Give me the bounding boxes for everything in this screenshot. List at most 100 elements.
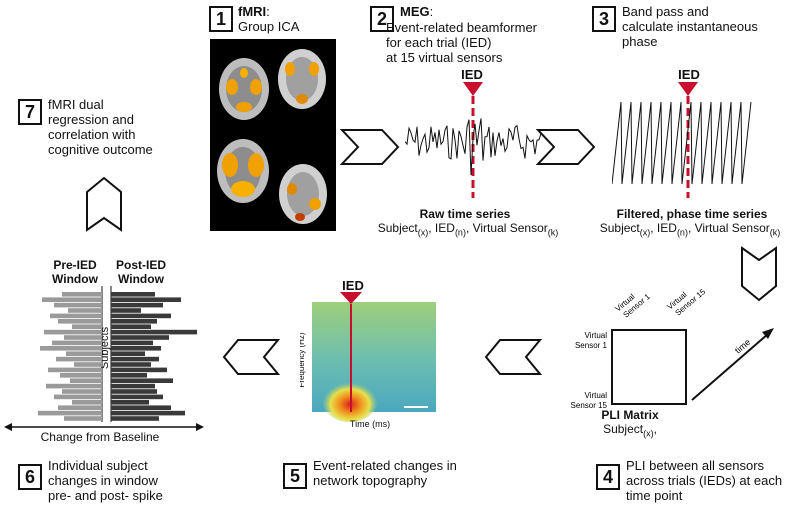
post-ied-bar	[111, 351, 145, 356]
post-ied-bar	[111, 367, 167, 373]
post-ied-bar	[111, 356, 159, 362]
spectrogram-ylabel: Frequency (Hz)	[300, 332, 306, 387]
ied-marker-raw	[463, 82, 483, 96]
pre-ied-label-a: Pre-IED	[53, 258, 97, 272]
pre-ied-bar	[50, 313, 102, 319]
post-ied-bar	[111, 378, 173, 383]
chevron-right-icon-2	[536, 129, 596, 165]
pre-ied-bar	[68, 308, 102, 313]
post-ied-bar	[111, 389, 157, 394]
brain-ica-panel	[210, 39, 336, 231]
post-ied-bar	[111, 410, 185, 416]
pli-title: PLI Matrix	[601, 408, 659, 422]
step-2-line3: for each trial (IED)	[386, 35, 492, 50]
step-4-line2: across trials (IEDs) at each	[626, 473, 783, 488]
post-ied-bar	[111, 394, 163, 400]
pre-ied-bar	[74, 362, 102, 367]
post-ied-bar	[111, 373, 147, 378]
step-6-line2: changes in window	[48, 473, 158, 488]
pli-vs15-left-a: Virtual	[584, 391, 607, 400]
spectrogram: Frequency (Hz)	[300, 292, 436, 422]
step-7-number: 7	[18, 99, 42, 125]
pre-ied-bar	[40, 346, 102, 351]
pre-ied-bar	[62, 292, 102, 297]
post-ied-bar	[111, 297, 181, 302]
chevron-up-icon	[86, 176, 122, 232]
step-1-subtitle: Group ICA	[238, 19, 300, 34]
step-7-line4: cognitive outcome	[48, 142, 153, 157]
pre-ied-bar	[42, 297, 102, 302]
chevron-right-icon-1	[340, 129, 400, 165]
post-ied-label-a: Post-IED	[115, 258, 166, 272]
bar-xaxis-label: Change from Baseline	[40, 430, 160, 444]
spectrogram-scale-bar	[404, 406, 428, 408]
step-5-number: 5	[283, 463, 307, 489]
post-ied-bar	[111, 319, 157, 324]
post-ied-bar	[111, 346, 161, 351]
step-1-number: 1	[209, 6, 233, 32]
chevron-left-icon-2	[222, 339, 280, 375]
ied-label-raw: IED	[461, 67, 483, 82]
filtered-subtitle-subject: Subject(x), IED(n), Virtual Sensor(k)	[599, 221, 781, 238]
spectrogram-xlabel: Time (ms)	[349, 419, 391, 429]
step-2-number: 2	[370, 6, 394, 32]
pre-ied-bar	[48, 367, 102, 373]
pre-ied-bar	[70, 378, 102, 383]
pre-ied-bar	[66, 351, 102, 356]
post-ied-bar	[111, 335, 169, 340]
chevron-down-icon	[741, 246, 777, 302]
pre-ied-bar	[44, 329, 102, 335]
step-4-number: 4	[596, 464, 620, 490]
subject-bar-chart: Subjects	[4, 286, 204, 431]
post-ied-bar	[111, 416, 159, 421]
filtered-subtitle: Subject(x), IED(n), Virtual Sensor(k)	[590, 221, 789, 237]
pre-ied-bar	[52, 340, 102, 346]
pre-ied-bar	[64, 416, 102, 421]
pli-subtitle-subject: Subject(x),	[603, 422, 657, 439]
raw-title: Raw time series	[419, 207, 511, 221]
pli-time-label: time	[733, 337, 752, 356]
ied-label-filtered: IED	[678, 67, 700, 82]
pli-matrix-square	[611, 329, 687, 405]
pre-ied-bar	[62, 389, 102, 394]
ied-marker-spectrogram	[340, 292, 362, 304]
pre-ied-bar	[54, 302, 102, 308]
step-1-title: fMRI:	[238, 4, 270, 19]
post-ied-bar	[111, 340, 153, 346]
step-4-line3: time point	[626, 488, 683, 503]
chevron-left-icon-1	[484, 339, 542, 375]
post-ied-bar	[111, 302, 163, 308]
pre-ied-bar	[56, 356, 102, 362]
raw-subtitle: Subject(x), IED(n), Virtual Sensor(k)	[368, 221, 568, 237]
step-6-line1: Individual subject	[48, 458, 148, 473]
time-arrow-head	[762, 328, 774, 339]
pli-vs15-left-b: Sensor 15	[571, 401, 608, 410]
step-2-line4: at 15 virtual sensors	[386, 50, 503, 65]
step-7-line1: fMRI dual	[48, 97, 104, 112]
pre-ied-bar	[72, 400, 102, 405]
brain-slice-2	[278, 49, 326, 109]
step-2-title-colon: :	[429, 4, 434, 19]
pre-ied-bar	[60, 373, 102, 378]
pre-ied-bar	[58, 405, 102, 410]
post-ied-bar	[111, 400, 149, 405]
pli-vs1-left-b: Sensor 1	[575, 341, 608, 350]
pre-ied-bar	[38, 410, 102, 416]
time-arrow-line	[691, 333, 769, 401]
post-ied-bar	[111, 324, 151, 329]
brain-slice-1	[219, 58, 269, 120]
post-ied-bar	[111, 329, 197, 335]
pre-ied-bar	[58, 319, 102, 324]
step-6-number: 6	[18, 464, 42, 490]
post-ied-bar	[111, 362, 151, 367]
post-ied-bar	[111, 308, 141, 313]
step-1-title-bold: fMRI	[238, 4, 267, 19]
step-3-line3: phase	[622, 34, 658, 49]
step-6-line3: pre- and post- spike	[48, 488, 163, 503]
step-2-title-bold: MEG	[400, 4, 430, 19]
pli-vs1-left-a: Virtual	[584, 331, 607, 340]
step-5-line1: Event-related changes in	[313, 458, 457, 473]
step-4-line1: PLI between all sensors	[626, 458, 765, 473]
raw-subtitle-subject: Subject(x), IED(n), Virtual Sensor(k)	[377, 221, 559, 238]
post-ied-bar	[111, 292, 155, 297]
